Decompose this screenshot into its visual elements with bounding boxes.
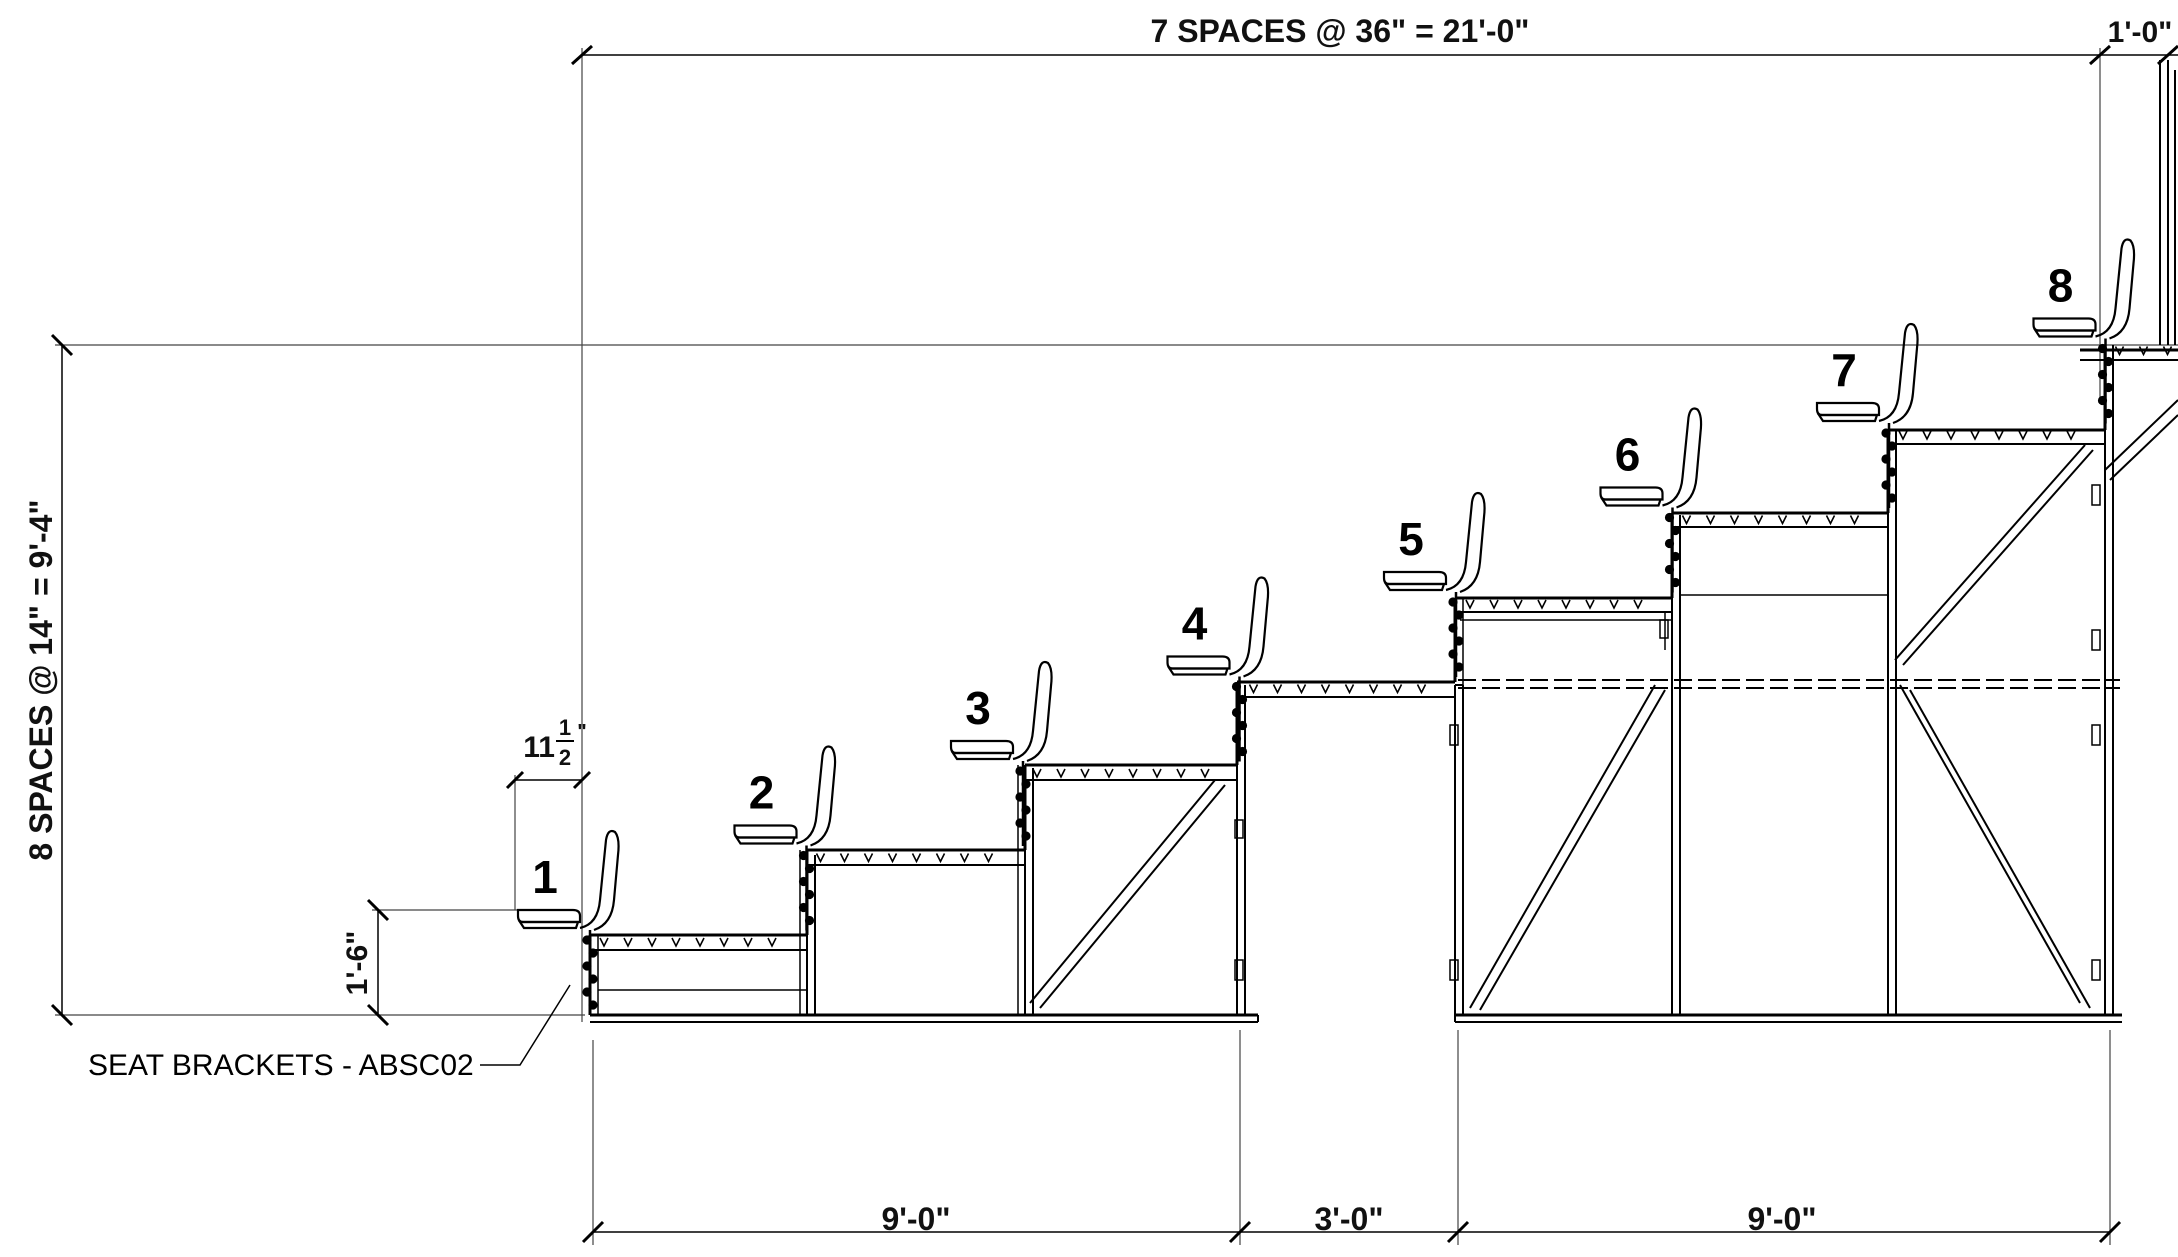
svg-text:2: 2 [559,745,571,770]
svg-text:11: 11 [523,731,555,764]
left-overall-dimension: 8 SPACES @ 14" = 9'-4" [23,499,59,860]
bottom-dimension-3: 9'-0" [1747,1201,1816,1237]
row-number-6: 6 [1615,429,1641,481]
top-right-dimension: 1'-0" [2108,16,2173,49]
row-number-8: 8 [2048,260,2074,312]
seat-row-5 [1382,491,1643,677]
seat-row-1 [516,829,777,1015]
seat-brackets-callout: SEAT BRACKETS - ABSC02 [88,1049,474,1082]
svg-text:": " [577,721,586,743]
seat-row-8 [2032,238,2173,424]
seat-row-7 [1815,322,2076,508]
row-number-5: 5 [1398,513,1424,565]
bottom-dimension-1: 9'-0" [881,1201,950,1237]
row-number-4: 4 [1182,598,1208,650]
bottom-dimension-2: 3'-0" [1314,1201,1383,1237]
seat-bracket-leader [480,984,571,1066]
top-overall-dimension: 7 SPACES @ 36" = 21'-0" [1151,13,1530,49]
seat-row-2 [733,745,994,931]
seat-row-6 [1599,407,1860,593]
seat-row-4 [1166,576,1427,762]
seat-depth-dimension: 11 1 2 " [523,715,586,770]
row-number-7: 7 [1831,344,1857,396]
seat-row-3 [949,660,1210,846]
svg-text:1: 1 [559,715,571,740]
row-number-3: 3 [965,682,991,734]
seat-height-dimension: 1'-6" [341,931,374,996]
row-number-2: 2 [749,767,775,819]
row-number-1: 1 [532,851,558,903]
